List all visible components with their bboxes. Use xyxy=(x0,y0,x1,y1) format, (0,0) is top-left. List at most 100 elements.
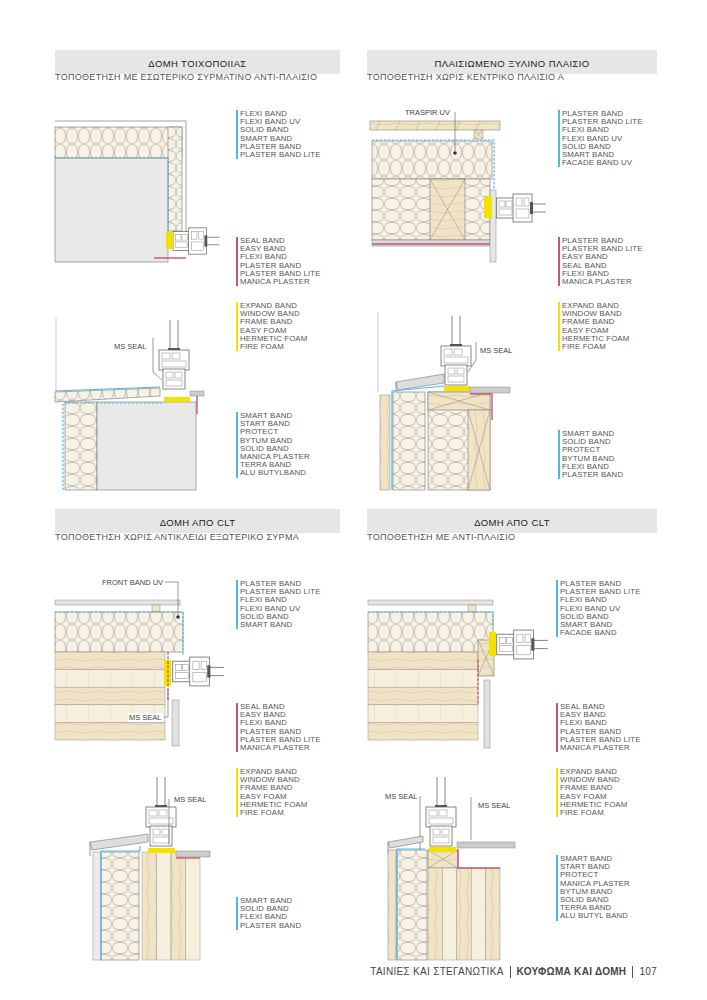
clt-subframe-jamb xyxy=(368,600,548,748)
product-name: SOLID BAND xyxy=(562,438,623,446)
header-text: ΠΛΑΙΣΙΩΜΕΝΟ ΞΥΛΙΝΟ ΠΛΑΙΣΙΟ xyxy=(434,58,589,69)
product-list: EXPAND BANDWINDOW BANDFRAME BANDEASY FOA… xyxy=(240,768,307,817)
product-name: FLEXI BAND UV xyxy=(240,118,321,126)
product-name: FRAME BAND xyxy=(562,318,629,326)
header-band: ΠΛΑΙΣΙΩΜΕΝΟ ΞΥΛΙΝΟ ΠΛΑΙΣΙΟ xyxy=(367,50,657,74)
color-bar xyxy=(236,412,238,478)
page-number: 107 xyxy=(632,966,657,978)
color-bar xyxy=(556,768,558,817)
product-name: BYTUM BAND xyxy=(240,437,310,445)
product-name: MANICA PLASTER xyxy=(562,278,643,286)
product-name: SEAL BAND xyxy=(562,262,643,270)
product-name: FRAME BAND xyxy=(560,784,627,792)
callout-label: MS SEAL xyxy=(477,801,512,810)
product-name: FLEXI BAND xyxy=(562,463,623,471)
product-name: FLEXI BAND UV xyxy=(562,135,643,143)
color-bar xyxy=(558,110,560,167)
product-name: TERRA BAND xyxy=(240,461,310,469)
callout-label: MS SEAL xyxy=(113,342,148,351)
color-bar xyxy=(556,703,558,752)
product-name: EASY FOAM xyxy=(240,327,307,335)
product-name: PLASTER BAND xyxy=(240,580,321,588)
product-name: PLASTER BAND xyxy=(562,237,643,245)
product-list: PLASTER BANDPLASTER BAND LITEFLEXI BANDF… xyxy=(562,110,643,167)
product-name: FIRE FOAM xyxy=(240,343,307,351)
product-name: WINDOW BAND xyxy=(562,310,629,318)
product-name: ALU BUTYL BAND xyxy=(560,912,630,920)
product-name: PLASTER BAND xyxy=(240,143,321,151)
footer-text: ΚΟΥΦΩΜΑ ΚΑΙ ΔΟΜΗ xyxy=(510,966,627,978)
product-name: FLEXI BAND xyxy=(562,270,643,278)
product-name: HERMETIC FOAM xyxy=(240,801,307,809)
footer-text: ΤΑΙΝΙΕΣ ΚΑΙ ΣΤΕΓΑΝΩΤΙΚΑ xyxy=(370,966,503,978)
product-name: SEAL BAND xyxy=(560,703,641,711)
subtitle-text: ΤΟΠΟΘΕΤΗΣΗ ΜΕ ΕΣΩΤΕΡΙΚΟ ΣΥΡΜΑΤΙΝΟ ΑΝΤΙ-Π… xyxy=(55,72,317,83)
product-name: FLEXI BAND xyxy=(562,126,643,134)
product-name: SMART BAND xyxy=(560,621,641,629)
product-name: FLEXI BAND xyxy=(240,596,321,604)
product-name: SMART BAND xyxy=(240,135,321,143)
product-list: PLASTER BANDPLASTER BAND LITEFLEXI BANDF… xyxy=(560,580,641,637)
product-name: PLASTER BAND LITE xyxy=(240,270,321,278)
product-name: SOLID BAND xyxy=(560,896,630,904)
product-name: FLEXI BAND xyxy=(240,719,321,727)
product-list: EXPAND BANDWINDOW BANDFRAME BANDEASY FOA… xyxy=(562,302,629,351)
product-name: MANICA PLASTER xyxy=(240,278,321,286)
product-name: SOLID BAND xyxy=(240,613,321,621)
product-name: HERMETIC FOAM xyxy=(562,335,629,343)
product-name: MANICA PLASTER xyxy=(240,453,310,461)
callout-label: MS SEAL xyxy=(384,792,419,801)
product-list: EXPAND BANDWINDOW BANDFRAME BANDEASY FOA… xyxy=(240,302,307,351)
callout-label: TRASPIR UV xyxy=(404,108,451,117)
product-name: PLASTER BAND xyxy=(240,922,301,930)
header-band: ΔΟΜΗ ΑΠΟ CLT xyxy=(367,509,657,533)
product-name: FLEXI BAND xyxy=(240,913,301,921)
product-name: PLASTER BAND xyxy=(240,262,321,270)
masonry-jamb xyxy=(55,121,219,262)
color-bar xyxy=(558,237,560,286)
product-name: PROTECT xyxy=(560,871,630,879)
header-band: ΔΟΜΗ ΤΟΙΧΟΠΟΙΙΑΣ xyxy=(55,50,340,74)
product-name: SMART BAND xyxy=(240,621,321,629)
subtitle-text: ΤΟΠΟΘΕΤΗΣΗ ΧΩΡΙΣ ΚΕΝΤΡΙΚΟ ΠΛΑΙΣΙΟ Α xyxy=(367,72,564,83)
product-list: PLASTER BANDPLASTER BAND LITEEASY BANDSE… xyxy=(562,237,643,286)
product-name: PLASTER BAND LITE xyxy=(562,118,643,126)
product-name: PLASTER BAND LITE xyxy=(240,151,321,159)
product-name: FLEXI BAND xyxy=(240,253,321,261)
callout-label: MS SEAL xyxy=(479,346,514,355)
product-name: EASY BAND xyxy=(240,711,321,719)
product-name: SMART BAND xyxy=(560,855,630,863)
product-name: SEAL BAND xyxy=(240,703,321,711)
product-name: PLASTER BAND LITE xyxy=(560,588,641,596)
color-bar xyxy=(556,580,558,637)
product-name: SMART BAND xyxy=(562,430,623,438)
product-name: BYTUM BAND xyxy=(562,455,623,463)
product-name: PLASTER BAND xyxy=(560,728,641,736)
header-text: ΔΟΜΗ ΑΠΟ CLT xyxy=(474,517,550,528)
product-name: EXPAND BAND xyxy=(240,302,307,310)
product-name: SOLID BAND xyxy=(560,613,641,621)
product-name: HERMETIC FOAM xyxy=(560,801,627,809)
product-name: FLEXI BAND xyxy=(560,596,641,604)
product-list: SEAL BANDEASY BANDFLEXI BANDPLASTER BAND… xyxy=(240,237,321,286)
color-bar xyxy=(236,580,238,629)
product-name: FLEXI BAND xyxy=(240,110,321,118)
product-list: SMART BANDSTART BANDPROTECTMANICA PLASTE… xyxy=(560,855,630,921)
product-list: SMART BANDSOLID BANDFLEXI BANDPLASTER BA… xyxy=(240,897,301,930)
product-name: SMART BAND xyxy=(240,412,310,420)
product-name: FACADE BAND UV xyxy=(562,159,643,167)
product-name: FACADE BAND xyxy=(560,629,641,637)
product-name: PLASTER BAND LITE xyxy=(560,736,641,744)
header-band: ΔΟΜΗ ΑΠΟ CLT xyxy=(55,509,340,533)
product-name: FRAME BAND xyxy=(240,318,307,326)
product-name: WINDOW BAND xyxy=(560,776,627,784)
callout-label: MS SEAL xyxy=(173,795,208,804)
product-list: PLASTER BANDPLASTER BAND LITEFLEXI BANDF… xyxy=(240,580,321,629)
product-name: EXPAND BAND xyxy=(560,768,627,776)
color-bar xyxy=(236,110,238,159)
product-name: FIRE FOAM xyxy=(560,809,627,817)
product-name: FLEXI BAND xyxy=(560,719,641,727)
color-bar xyxy=(236,768,238,817)
callout-label: FRONT BAND UV xyxy=(101,578,164,587)
page-footer: ΤΑΙΝΙΕΣ ΚΑΙ ΣΤΕΓΑΝΩΤΙΚΑ ΚΟΥΦΩΜΑ ΚΑΙ ΔΟΜΗ 1… xyxy=(370,966,657,978)
